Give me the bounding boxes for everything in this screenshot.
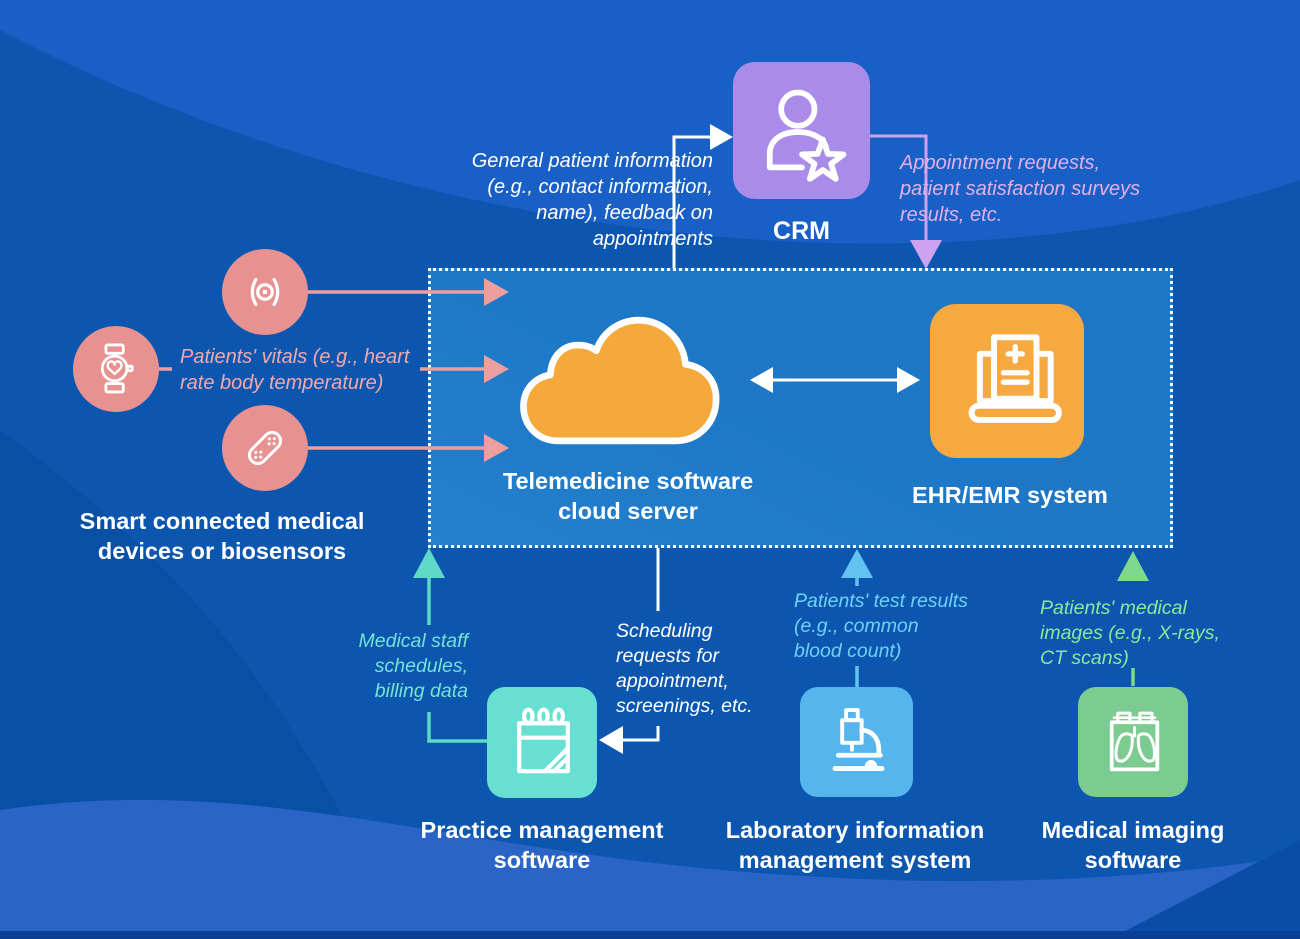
annotation-scheduling-requests: Scheduling requests for appointment, scr… (616, 620, 753, 717)
practice-label: Practice management software (420, 817, 664, 873)
sensor-device (222, 249, 308, 335)
imaging-label: Medical imaging software (1041, 817, 1225, 873)
background-bottom-strip (0, 931, 1300, 939)
lab-node (800, 687, 913, 797)
annotation-patients-vitals: Patients' vitals (e.g., heart rate body … (180, 346, 410, 394)
microscope-icon (832, 708, 884, 772)
laptop-medical-record-icon (968, 334, 1062, 423)
xray-icon (1109, 711, 1160, 772)
background-corner-dark (1110, 840, 1300, 939)
annotation-general-patient-info: General patient information (e.g., conta… (471, 150, 713, 250)
background-wave-top (0, 0, 1300, 244)
annotation-medical-images: Patients' medical images (e.g., X-rays, … (1040, 597, 1220, 669)
ehr-node (930, 304, 1084, 458)
lab-label: Laboratory information management system (725, 817, 985, 873)
sensor-icon (250, 277, 280, 307)
background-wave-bottom (0, 799, 1300, 939)
person-star-icon (766, 89, 846, 182)
smartwatch-icon (100, 343, 134, 394)
annotation-appointment-requests: Appointment requests, patient satisfacti… (900, 152, 1141, 226)
calendar-icon (517, 706, 570, 773)
cloud-icon (520, 316, 720, 445)
crm-label: CRM (773, 217, 830, 245)
crm-node (733, 62, 870, 199)
bandage-device (222, 405, 308, 491)
practice-node (487, 687, 597, 798)
ehr-label: EHR/EMR system (912, 482, 1108, 508)
smartwatch-device (73, 326, 159, 412)
annotation-test-results: Patients' test results (e.g., common blo… (794, 590, 968, 662)
annotation-staff-schedules: Medical staff schedules, billing data (358, 630, 468, 702)
cloud-label: Telemedicine software cloud server (502, 468, 754, 524)
imaging-node (1078, 687, 1188, 797)
devices-label: Smart connected medical devices or biose… (79, 508, 365, 564)
bandage-icon (247, 430, 283, 466)
